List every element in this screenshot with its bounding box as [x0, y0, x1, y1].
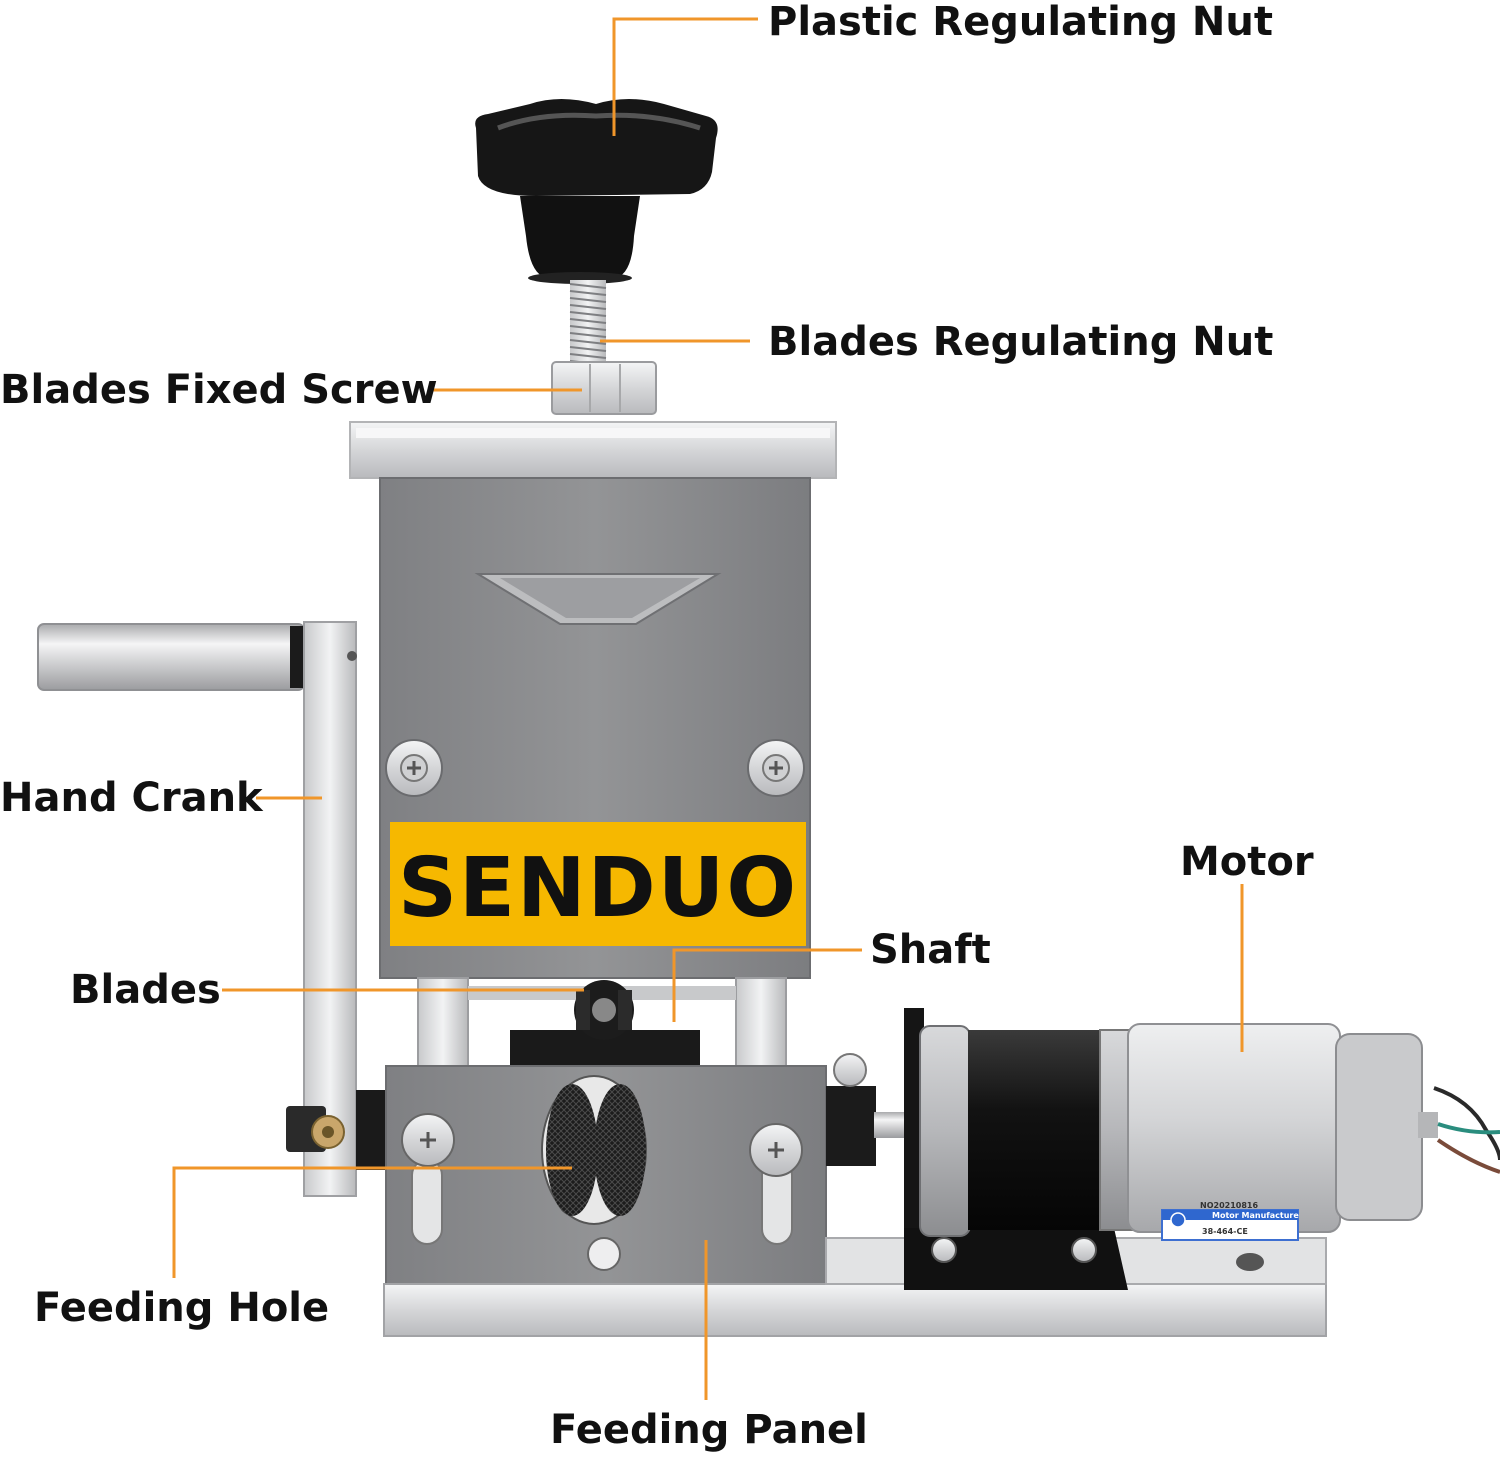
motor-model: 38-464-CE	[1202, 1227, 1248, 1236]
motor-part: NO20210816 Motor Manufacture 38-464-CE	[904, 1008, 1500, 1290]
frame-top-bar	[349, 421, 837, 479]
label-blades-regulating-nut: Blades Regulating Nut	[768, 319, 1274, 365]
leader-shaft	[672, 948, 862, 1022]
brand-label	[390, 822, 806, 946]
motor-maker: Motor Manufacture	[1212, 1211, 1299, 1220]
label-hand-crank: Hand Crank	[0, 775, 263, 821]
housing-screw-left	[385, 739, 443, 797]
feeding-hole-part	[541, 1075, 647, 1225]
shaft-coupling	[826, 1053, 910, 1166]
leader-plastic-regulating-nut	[612, 17, 758, 136]
blade-mechanism	[417, 977, 787, 1070]
leader-feeding-hole	[172, 1166, 572, 1278]
threaded-screw-part	[569, 280, 607, 368]
main-housing: SENDUO	[379, 477, 811, 979]
brand-name: SENDUO	[398, 841, 798, 936]
blades-fixed-screw-part	[551, 361, 657, 415]
hand-crank-part	[37, 621, 357, 1197]
motor-serial: NO20210816	[1200, 1201, 1258, 1210]
label-blades: Blades	[70, 967, 221, 1013]
housing-screw-right	[747, 739, 805, 797]
label-feeding-panel: Feeding Panel	[550, 1407, 868, 1453]
label-plastic-regulating-nut: Plastic Regulating Nut	[768, 0, 1273, 45]
leader-lines	[172, 17, 1244, 1400]
label-motor: Motor	[1180, 839, 1314, 885]
label-shaft: Shaft	[870, 927, 991, 973]
label-blades-fixed-screw: Blades Fixed Screw	[0, 367, 438, 413]
label-feeding-hole: Feeding Hole	[34, 1285, 330, 1331]
plastic-regulating-nut-part	[475, 99, 718, 284]
